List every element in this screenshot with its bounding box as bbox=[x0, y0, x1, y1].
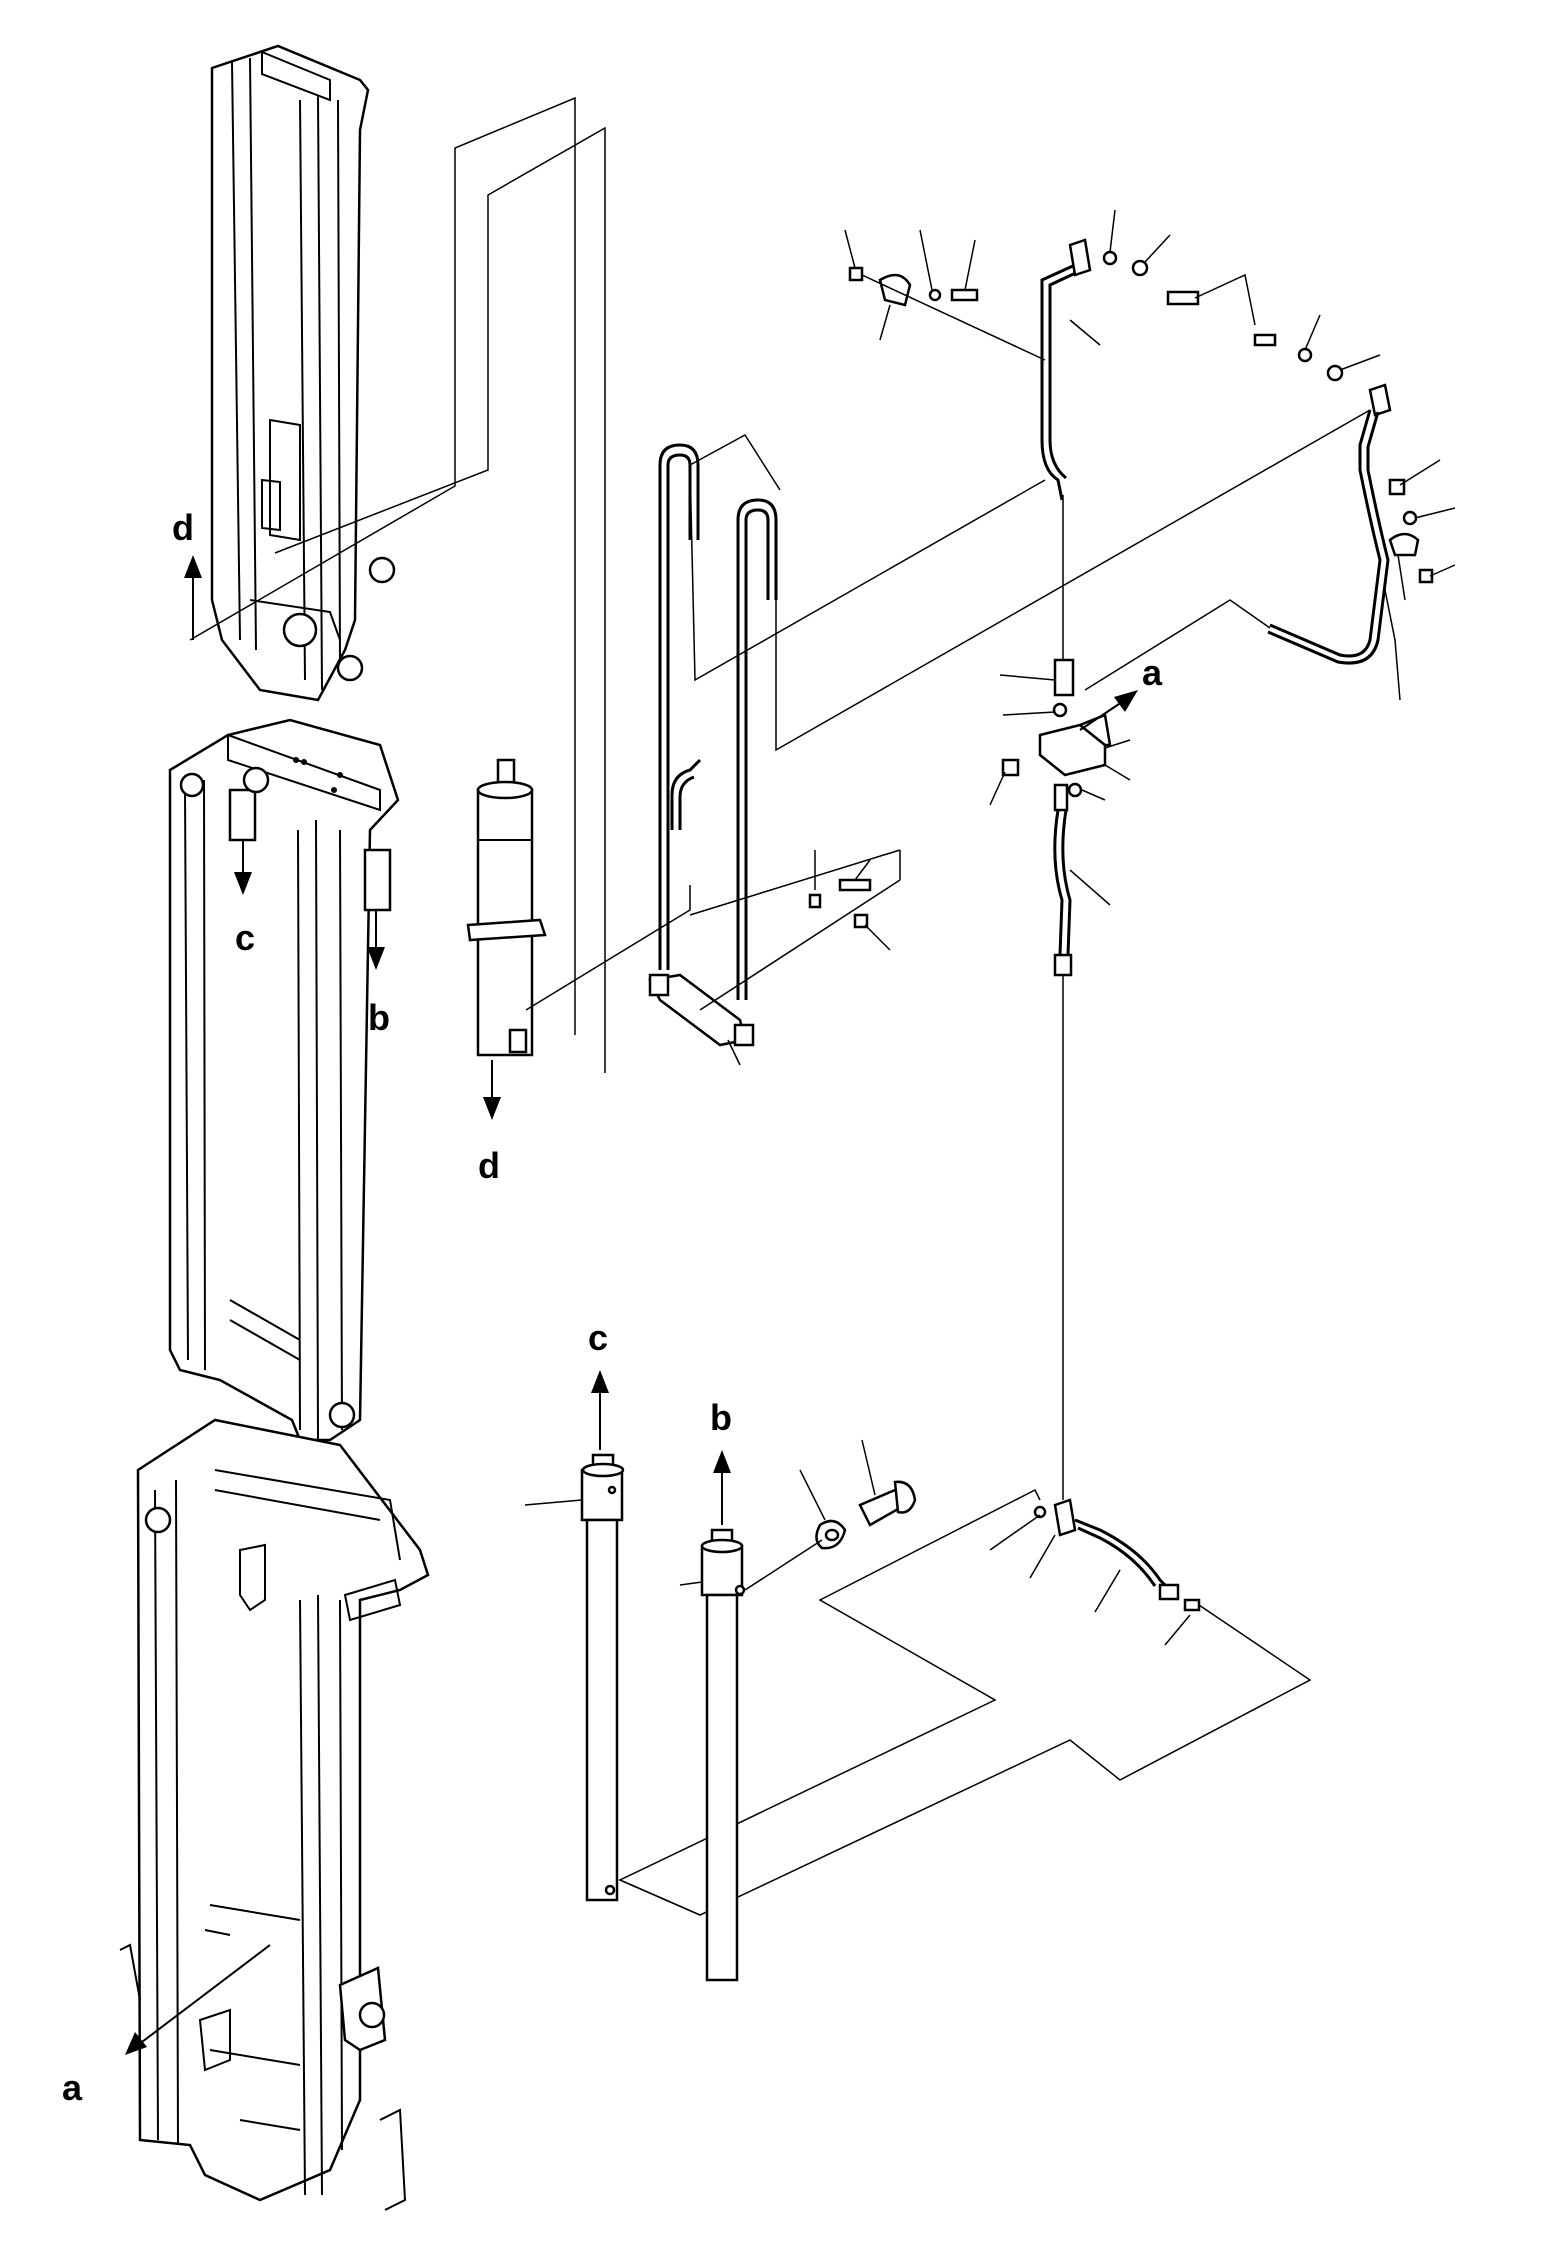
ref-label-d-cyl: d bbox=[478, 1145, 500, 1186]
ref-label-b-top: b bbox=[368, 997, 390, 1038]
tee-leader bbox=[689, 849, 901, 916]
ref-label-a-block: a bbox=[1142, 652, 1163, 693]
bolt-set-tee bbox=[808, 850, 901, 951]
free-lift-cylinder-c bbox=[524, 1453, 625, 1902]
hose-routing-line-1 bbox=[189, 96, 576, 1035]
middle-mast bbox=[168, 718, 400, 1442]
ref-label-d-top: d bbox=[172, 507, 194, 548]
ref-label-c-top: c bbox=[235, 917, 255, 958]
ref-arrow-a-mast: a bbox=[62, 1944, 271, 2108]
ref-label-b-lower: b bbox=[710, 1397, 732, 1438]
valve-block bbox=[989, 658, 1131, 806]
steel-pipe-right bbox=[1267, 409, 1401, 701]
free-lift-cylinder-b bbox=[679, 1528, 746, 1982]
outer-mast bbox=[119, 1418, 430, 2211]
hose-routing-line-2 bbox=[274, 126, 606, 1073]
clamp-bolt-set-left bbox=[844, 229, 979, 341]
nut-and-bolt bbox=[744, 1439, 917, 1591]
ref-arrow-c-top: c bbox=[234, 840, 255, 958]
upper-leader-cross-2 bbox=[775, 409, 1371, 752]
ref-label-c-lower: c bbox=[588, 1317, 608, 1358]
upper-leader-cross bbox=[689, 464, 1046, 682]
u-hose-right bbox=[736, 498, 778, 1000]
ref-arrow-c-lower: c bbox=[588, 1317, 609, 1450]
u-hose-leader bbox=[689, 434, 781, 491]
bolt-leader bbox=[699, 879, 901, 1011]
ref-label-a-mast: a bbox=[62, 2067, 83, 2108]
ref-arrow-b-top: b bbox=[367, 910, 390, 1038]
short-hose bbox=[670, 758, 702, 830]
ref-arrow-b-lower: b bbox=[710, 1397, 732, 1525]
ref-arrow-a-block: a bbox=[1079, 652, 1163, 731]
inner-mast-top bbox=[210, 44, 396, 702]
bolt-set-top-right bbox=[1253, 314, 1392, 417]
ref-arrow-d-cyl: d bbox=[478, 1060, 501, 1186]
lower-routing-line-2 bbox=[619, 1879, 701, 1916]
flexible-hose-middle bbox=[1053, 783, 1111, 977]
top-left-leader bbox=[861, 274, 1046, 361]
lower-tee-and-hose bbox=[989, 1498, 1201, 1646]
u-hose-left bbox=[658, 443, 700, 970]
tee-fitting-assembly bbox=[648, 973, 755, 1066]
lift-cylinder bbox=[466, 758, 547, 1057]
ref-arrow-d-top: d bbox=[172, 507, 202, 640]
bolt-set-top-middle bbox=[1068, 209, 1256, 326]
cylinder-leader bbox=[525, 885, 691, 1011]
steel-pipe-upper bbox=[1040, 263, 1101, 501]
bolt-set-far-right bbox=[1388, 459, 1456, 601]
upper-leader-pipe bbox=[1084, 599, 1271, 691]
